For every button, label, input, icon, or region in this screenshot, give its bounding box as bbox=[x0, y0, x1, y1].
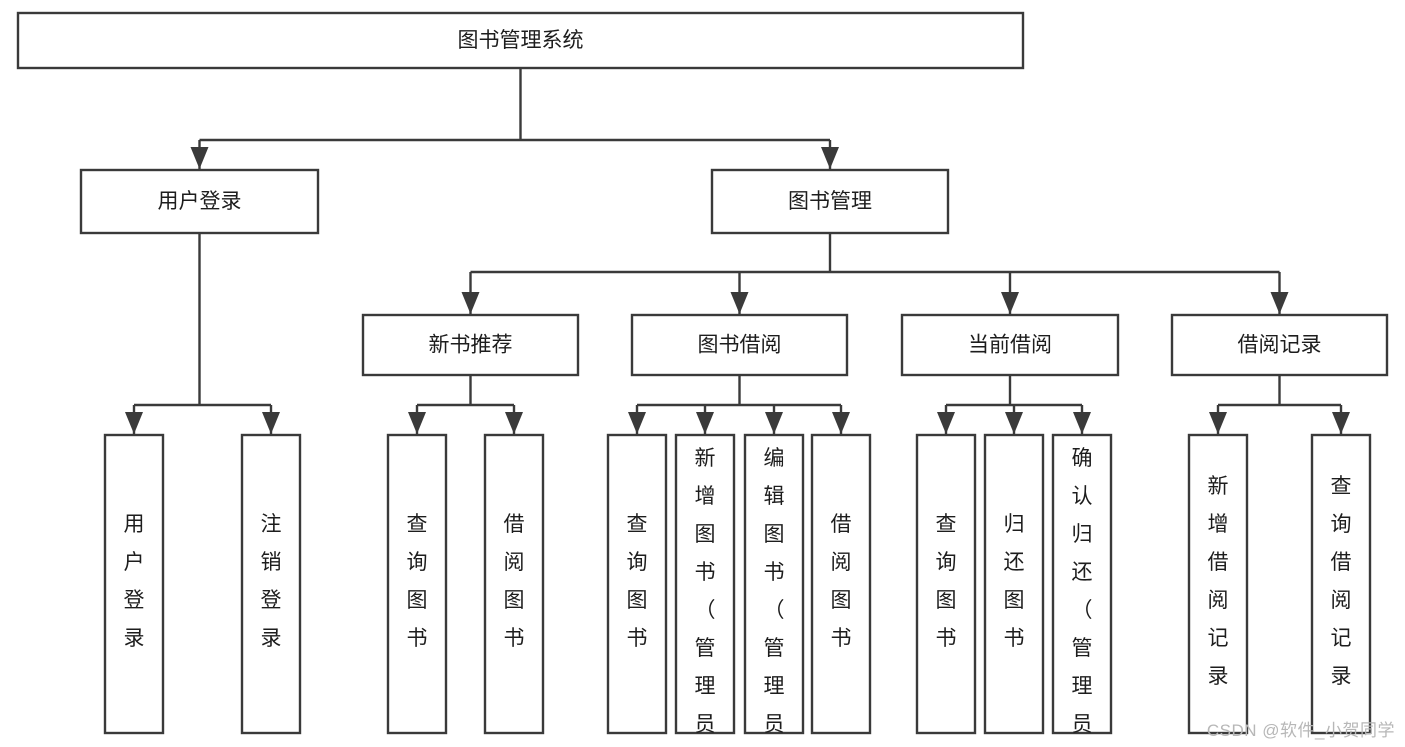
node-label: 借阅记录 bbox=[1238, 334, 1322, 357]
arrow-head-icon bbox=[1001, 292, 1019, 314]
node-leaf-borrow-book-2[interactable]: 借阅图书 bbox=[810, 433, 872, 735]
arrow-head-icon bbox=[628, 412, 646, 434]
node-box bbox=[386, 433, 448, 735]
node-box bbox=[16, 11, 1025, 70]
arrow-head-icon bbox=[1270, 292, 1289, 314]
arrow-head-icon bbox=[190, 147, 209, 169]
node-box bbox=[710, 168, 950, 235]
node-box bbox=[103, 433, 165, 735]
node-label: 新增图书（管理员） bbox=[695, 447, 716, 747]
arrow-head-icon bbox=[832, 412, 850, 434]
arrow-head-icon bbox=[408, 412, 426, 434]
arrow-head-icon bbox=[262, 412, 280, 434]
arrow-head-icon bbox=[1073, 412, 1091, 434]
arrow-head-icon bbox=[505, 412, 523, 434]
arrow-head-icon bbox=[1332, 412, 1350, 434]
node-label: 图书管理 bbox=[788, 190, 872, 213]
node-box bbox=[483, 433, 545, 735]
node-box bbox=[674, 433, 736, 735]
node-box bbox=[240, 433, 302, 735]
node-leaf-edit-book[interactable]: 编辑图书（管理员） bbox=[743, 433, 805, 747]
node-book-manage[interactable]: 图书管理 bbox=[710, 168, 950, 235]
node-leaf-confirm-return[interactable]: 确认归还（管理员） bbox=[1051, 433, 1113, 747]
node-leaf-query-book-2[interactable]: 查询图书 bbox=[606, 433, 668, 735]
node-box bbox=[606, 433, 668, 735]
node-label: 新增借阅记录 bbox=[1208, 475, 1229, 688]
connector-lines bbox=[125, 68, 1350, 434]
node-current-borrow[interactable]: 当前借阅 bbox=[900, 313, 1120, 377]
node-root[interactable]: 图书管理系统 bbox=[16, 11, 1025, 70]
node-box bbox=[79, 168, 320, 235]
node-label: 图书借阅 bbox=[698, 334, 782, 357]
node-book-borrow[interactable]: 图书借阅 bbox=[630, 313, 849, 377]
node-label: 编辑图书（管理员） bbox=[764, 447, 785, 747]
node-leaf-user-login[interactable]: 用户登录 bbox=[103, 433, 165, 735]
node-label: 归还图书 bbox=[1004, 513, 1025, 650]
node-leaf-add-book[interactable]: 新增图书（管理员） bbox=[674, 433, 736, 747]
node-label: 借阅图书 bbox=[831, 513, 852, 650]
node-leaf-return-book[interactable]: 归还图书 bbox=[983, 433, 1045, 735]
node-box bbox=[1051, 433, 1113, 735]
node-box bbox=[361, 313, 580, 377]
diagram-nodes: 图书管理系统用户登录图书管理新书推荐图书借阅当前借阅借阅记录用户登录注销登录查询… bbox=[16, 11, 1389, 747]
node-label: 查询图书 bbox=[936, 513, 957, 650]
node-new-book-recommend[interactable]: 新书推荐 bbox=[361, 313, 580, 377]
node-user-login[interactable]: 用户登录 bbox=[79, 168, 320, 235]
node-label: 图书管理系统 bbox=[458, 29, 584, 52]
node-label: 查询借阅记录 bbox=[1331, 475, 1352, 688]
arrow-head-icon bbox=[821, 147, 839, 169]
node-label: 新书推荐 bbox=[429, 334, 513, 357]
node-leaf-query-book-3[interactable]: 查询图书 bbox=[915, 433, 977, 735]
node-box bbox=[983, 433, 1045, 735]
node-box bbox=[915, 433, 977, 735]
node-leaf-query-book-1[interactable]: 查询图书 bbox=[386, 433, 448, 735]
node-box bbox=[1170, 313, 1389, 377]
node-label: 确认归还（管理员） bbox=[1072, 447, 1093, 747]
node-leaf-logout[interactable]: 注销登录 bbox=[240, 433, 302, 735]
arrow-head-icon bbox=[937, 412, 955, 434]
node-box bbox=[1310, 433, 1372, 735]
node-label: 查询图书 bbox=[627, 513, 648, 650]
arrow-head-icon bbox=[1209, 412, 1227, 434]
arrow-head-icon bbox=[125, 412, 143, 434]
arrow-head-icon bbox=[696, 412, 714, 434]
node-label: 当前借阅 bbox=[968, 334, 1052, 357]
node-leaf-query-record[interactable]: 查询借阅记录 bbox=[1310, 433, 1372, 735]
node-leaf-borrow-book-1[interactable]: 借阅图书 bbox=[483, 433, 545, 735]
node-borrow-record[interactable]: 借阅记录 bbox=[1170, 313, 1389, 377]
node-box bbox=[1187, 433, 1249, 735]
node-box bbox=[630, 313, 849, 377]
node-label: 用户登录 bbox=[124, 513, 145, 650]
arrow-head-icon bbox=[730, 292, 749, 314]
node-label: 查询图书 bbox=[407, 513, 428, 650]
node-leaf-add-record[interactable]: 新增借阅记录 bbox=[1187, 433, 1249, 735]
node-label: 用户登录 bbox=[158, 190, 242, 213]
node-box bbox=[743, 433, 805, 735]
arrow-head-icon bbox=[461, 292, 480, 314]
node-box bbox=[900, 313, 1120, 377]
node-box bbox=[810, 433, 872, 735]
arrow-head-icon bbox=[1005, 412, 1023, 434]
node-label: 借阅图书 bbox=[504, 513, 525, 650]
node-label: 注销登录 bbox=[261, 513, 282, 650]
arrow-head-icon bbox=[765, 412, 783, 434]
